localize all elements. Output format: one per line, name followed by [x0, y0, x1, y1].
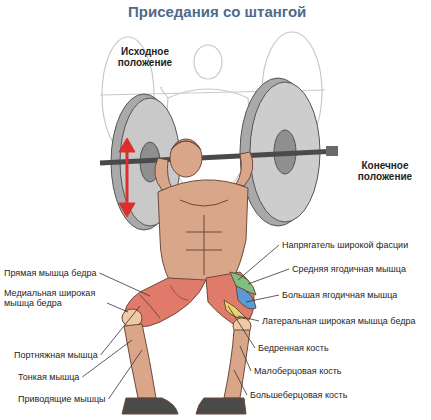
muscle-label: Малоберцовая кость	[254, 366, 342, 376]
muscle-label: Большеберцовая кость	[250, 390, 347, 400]
muscle-label: Средняя ягодичная мышца	[292, 264, 406, 274]
leader-line	[228, 306, 255, 348]
title: Приседания со штангой	[128, 3, 306, 20]
muscle-label: Напрягатель широкой фасции	[282, 240, 408, 250]
position-label: Исходное положение	[112, 46, 178, 68]
muscle-label: Бедренная кость	[258, 343, 329, 353]
leader-line	[234, 370, 247, 395]
muscle-label: Приводящие мышцы	[18, 394, 106, 404]
muscle-label: Прямая мышца бедра	[4, 268, 96, 278]
leader-line	[248, 269, 289, 284]
muscle-label: Медиальная широкая мышца бедра	[4, 288, 104, 308]
leader-line	[101, 306, 140, 355]
muscle-label: Латеральная широкая мышца бедра	[262, 316, 415, 326]
leader-line	[246, 295, 279, 302]
leader-line	[99, 273, 150, 296]
leader-line	[240, 346, 251, 371]
muscle-label: Тонкая мышца	[18, 372, 79, 382]
leader-line	[107, 303, 128, 312]
leader-line	[109, 350, 142, 399]
position-label: Конечное положение	[350, 160, 420, 182]
muscle-label: Большая ягодичная мышца	[282, 290, 397, 300]
muscle-label: Портняжная мышца	[14, 350, 98, 360]
leader-line	[238, 316, 259, 321]
